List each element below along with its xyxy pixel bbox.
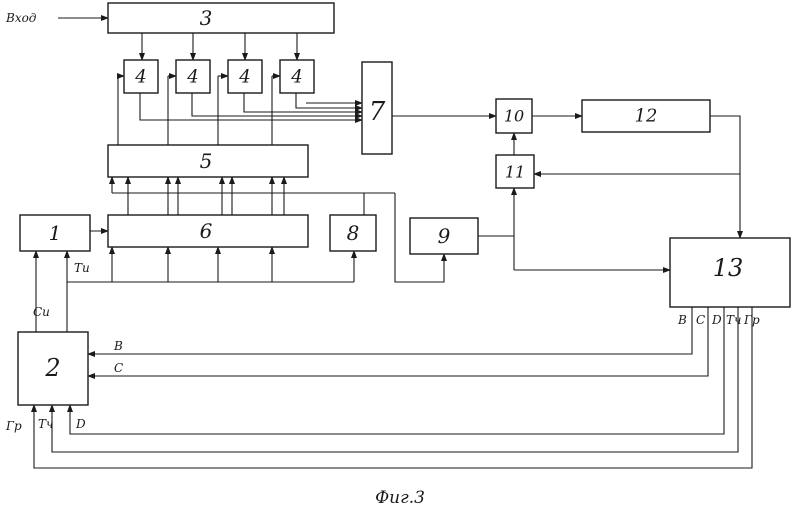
block-1: 1 [20, 215, 90, 251]
block-11-label: 11 [505, 163, 525, 182]
block-10: 10 [496, 99, 532, 133]
line-12-to-13 [710, 116, 740, 238]
label-13-v: В [677, 313, 687, 327]
block-9: 9 [410, 218, 478, 254]
block-4d: 4 [280, 60, 314, 93]
label-2-c: С [114, 361, 123, 375]
label-2-gr: Гр [5, 419, 22, 433]
block-12: 12 [582, 100, 710, 132]
block-2: 2 [18, 332, 88, 405]
block-4a-label: 4 [134, 67, 146, 88]
line-13-b-to-2 [88, 307, 692, 354]
block-4b-label: 4 [186, 67, 198, 88]
block-9-label: 9 [438, 224, 451, 248]
figure-caption: Фиг.3 [375, 488, 425, 508]
label-2-d: D [75, 417, 86, 431]
line-13-gr-to-2 [34, 307, 752, 468]
block-3-label: 3 [200, 6, 213, 30]
label-13-c: С [696, 313, 705, 327]
block-8-label: 8 [347, 221, 360, 245]
line-13-tch-to-2 [52, 307, 738, 452]
input-label: Вход [5, 11, 37, 25]
block-5: 5 [108, 145, 308, 177]
label-2-v: В [113, 339, 123, 353]
block-6: 6 [108, 215, 308, 247]
block-1-label: 1 [49, 221, 62, 245]
label-13-gr: Гр [743, 313, 760, 327]
block-13: 13 [670, 238, 790, 307]
line-13-d-to-2 [70, 307, 724, 434]
block-4d-label: 4 [290, 67, 302, 88]
block-3: 3 [108, 3, 334, 33]
block-11: 11 [496, 155, 534, 188]
label-13-d: D [711, 313, 722, 327]
label-2-tch: Тч [38, 417, 53, 431]
label-13-tch: Тч [726, 313, 741, 327]
blocks: 3 4 4 4 4 5 7 1 [18, 3, 790, 405]
block-4c: 4 [228, 60, 262, 93]
block-12-label: 12 [635, 106, 658, 127]
label-ti: Ти [74, 261, 90, 275]
block-10-label: 10 [504, 107, 524, 126]
block-8: 8 [330, 215, 376, 251]
block-2-label: 2 [44, 354, 60, 382]
block-4c-label: 4 [238, 67, 250, 88]
block-4b: 4 [176, 60, 210, 93]
block-4a: 4 [124, 60, 158, 93]
block-7: 7 [362, 62, 392, 154]
block-6-label: 6 [200, 219, 213, 243]
label-ci: Си [33, 305, 50, 319]
block-5-label: 5 [200, 149, 213, 173]
line-13-c-to-2 [88, 307, 708, 376]
line-4d-to-7 [296, 93, 362, 108]
block-7-label: 7 [369, 97, 386, 127]
block-13-label: 13 [713, 254, 744, 282]
